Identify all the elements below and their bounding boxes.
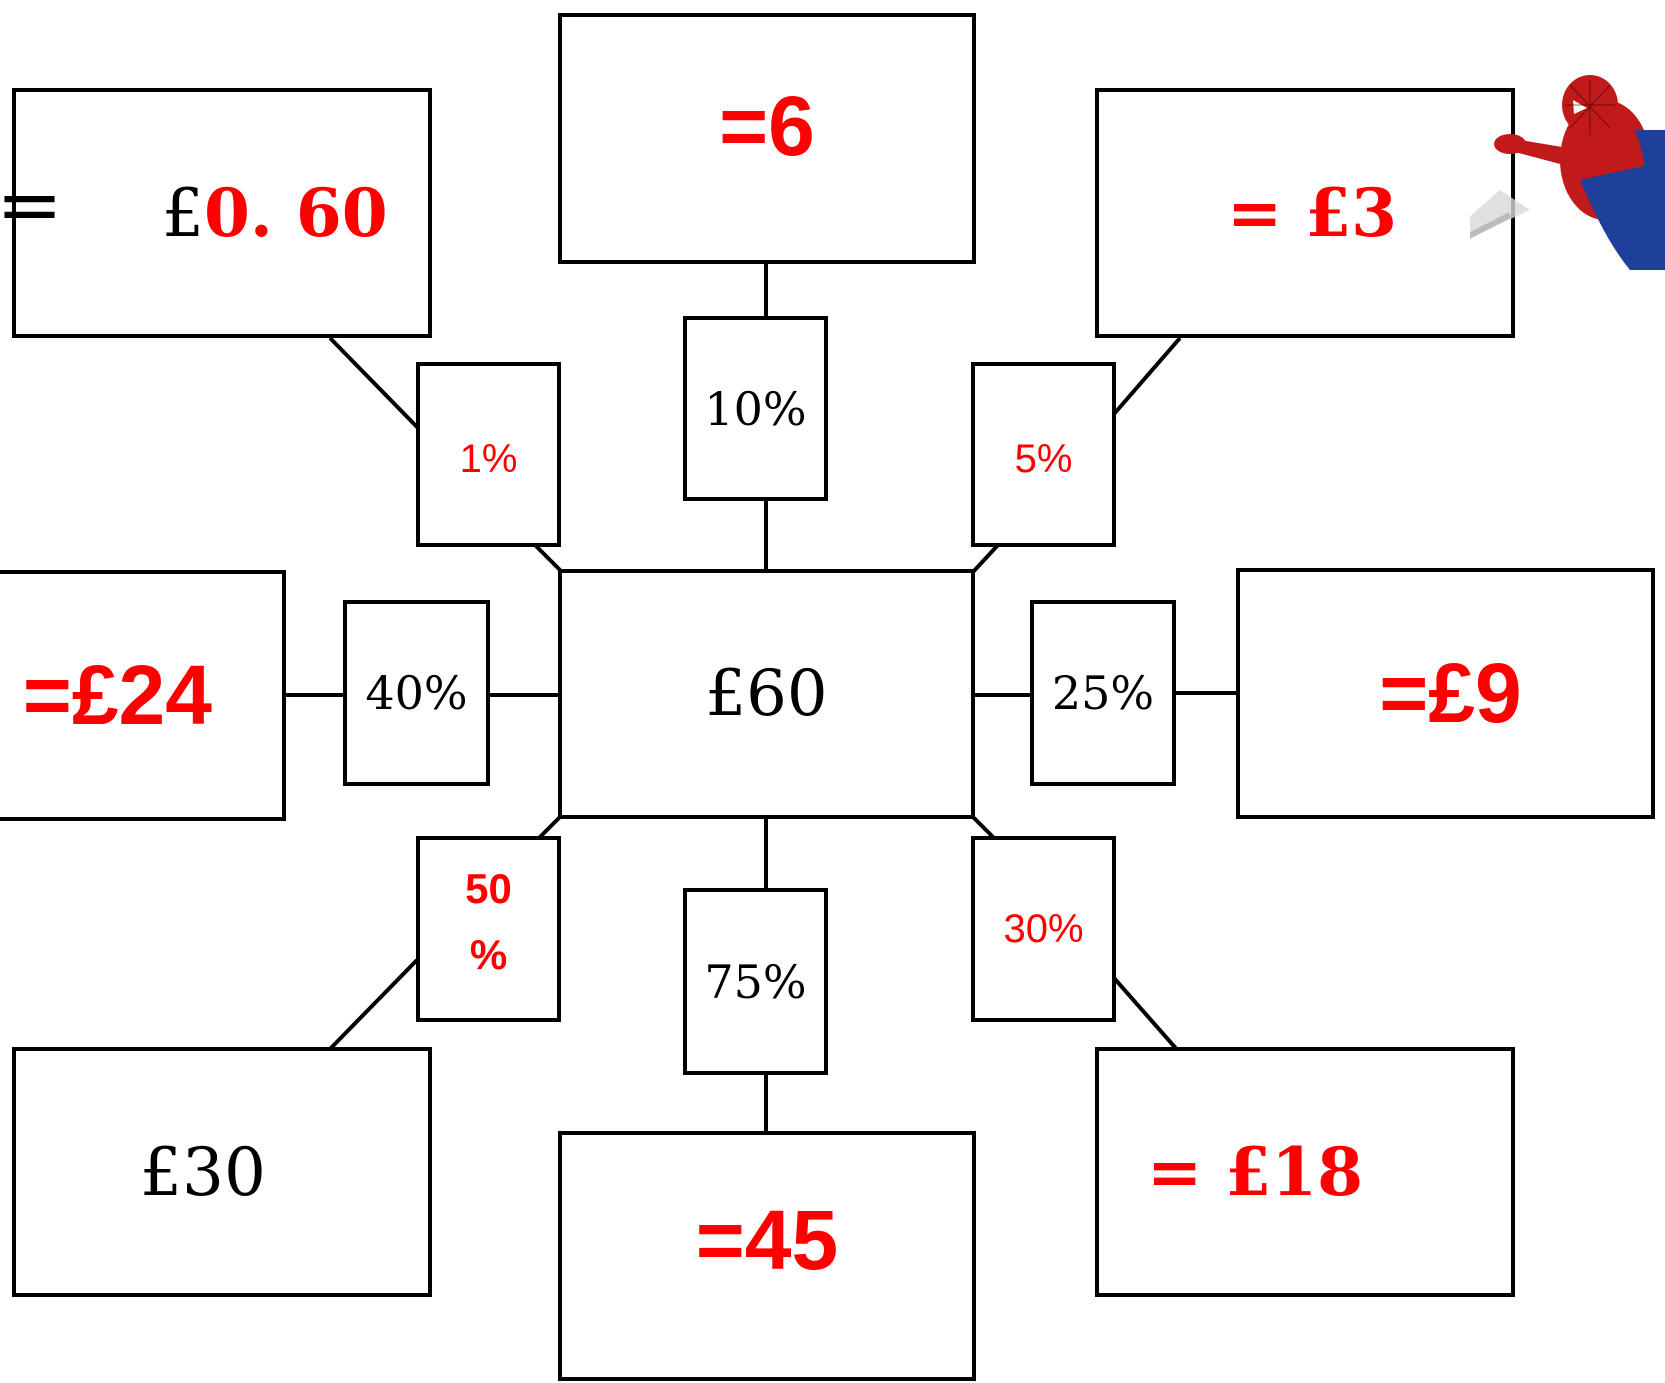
percent-box-75: 75%: [683, 888, 828, 1075]
percent-label: 5%: [1014, 437, 1073, 481]
connector-line: [533, 543, 562, 572]
answer-value: £30: [140, 1133, 266, 1211]
answer-value: 0. 60: [204, 174, 388, 252]
answer-box-40: =£24: [0, 570, 286, 821]
answer-box-10: =6: [558, 13, 976, 264]
percent-box-40: 40%: [343, 600, 490, 786]
percent-label: 30%: [1003, 906, 1084, 951]
connector-line: [328, 336, 420, 430]
percent-box-10: 10%: [683, 316, 828, 501]
answer-value: =£9: [1379, 646, 1522, 740]
answer-box-30: = £18: [1095, 1047, 1515, 1297]
percent-label: 75%: [704, 954, 807, 1009]
percent-box-1: 1%: [416, 362, 561, 547]
percent-box-50: 50 %: [416, 836, 561, 1022]
percent-label: 1%: [459, 437, 518, 481]
percent-label: 40%: [365, 666, 468, 720]
answer-pound-sign: £: [162, 174, 204, 252]
percent-label: 10%: [704, 381, 807, 436]
answer-value: =45: [695, 1192, 839, 1287]
answer-value: = £18: [1147, 1133, 1364, 1211]
percent-box-25: 25%: [1030, 600, 1176, 786]
answer-box-25: =£9: [1236, 568, 1655, 819]
connector-line: [1112, 336, 1182, 416]
percent-label: 25%: [1051, 666, 1155, 720]
spider-man-icon: [1470, 75, 1665, 270]
answer-value: = £3: [1226, 174, 1398, 252]
answer-equals-sign: =: [0, 158, 64, 251]
connector-line: [1112, 976, 1182, 1055]
answer-value: =£24: [22, 648, 212, 742]
answer-box-5: = £3: [1095, 88, 1515, 338]
percent-label-line1: 50: [465, 865, 512, 912]
answer-box-50: £30: [12, 1047, 432, 1297]
center-amount: £60: [705, 657, 828, 731]
connector-line: [328, 958, 419, 1051]
center-amount-box: £60: [558, 569, 975, 819]
percent-box-30: 30%: [971, 836, 1116, 1022]
answer-box-1: = £ 0. 60: [0, 88, 432, 338]
percent-box-5: 5%: [971, 362, 1116, 547]
answer-box-75: =45: [558, 1131, 976, 1381]
connector-line: [971, 543, 1000, 574]
percent-label-line2: %: [469, 931, 508, 978]
answer-value: =6: [719, 79, 815, 173]
